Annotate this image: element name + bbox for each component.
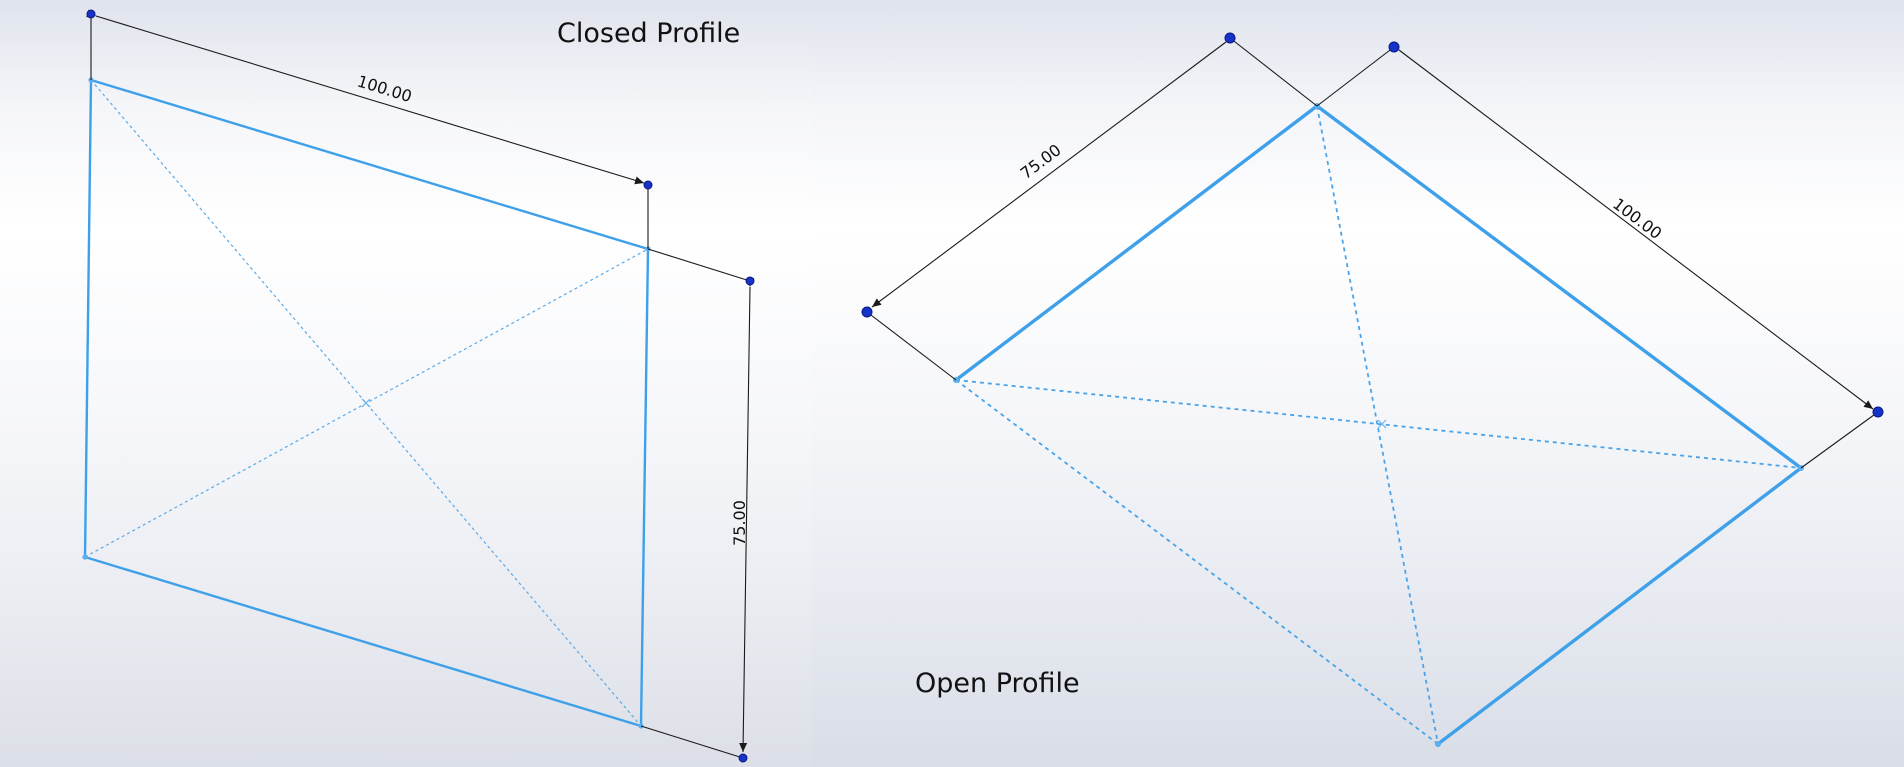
sketch-edge-right[interactable] [639, 248, 650, 727]
sketch-edge-top[interactable] [90, 78, 649, 251]
dimension-line-height[interactable] [1389, 41, 1874, 410]
sketch-vertex[interactable] [82, 554, 88, 560]
construction-diagonal [1316, 105, 1439, 745]
dimension-handle[interactable] [1388, 41, 1400, 53]
construction-diagonal [955, 379, 1802, 469]
dimension-line-height[interactable] [739, 277, 755, 753]
dimension-label-height[interactable]: 75.00 [730, 500, 749, 546]
profile-title: Open Profile [915, 668, 1080, 699]
dimension-handle[interactable] [643, 180, 653, 190]
dimension-handle[interactable] [1224, 32, 1236, 44]
center-point-icon [1377, 419, 1387, 429]
closed-profile-viewport[interactable]: 100.00 75.00 Closed Profile [0, 0, 812, 767]
extension-line [1316, 46, 1395, 107]
dimension-handle[interactable] [86, 9, 96, 19]
sketch-vertex[interactable] [1435, 741, 1441, 747]
open-profile-canvas[interactable]: 75.00 100.00 [812, 0, 1904, 767]
extension-line [866, 311, 957, 381]
profile-title: Closed Profile [557, 18, 741, 49]
dimension-label-width[interactable]: 100.00 [355, 71, 414, 106]
dimension-label-height[interactable]: 100.00 [1609, 194, 1665, 243]
sketch-edge-bottom[interactable] [84, 555, 642, 728]
closed-profile-canvas[interactable]: 100.00 75.00 [0, 0, 812, 767]
extension-line [647, 248, 751, 282]
dimension-handle[interactable] [738, 753, 748, 763]
dimension-handle[interactable] [745, 276, 755, 286]
extension-line [1229, 37, 1318, 107]
dimension-line-width[interactable] [86, 9, 645, 185]
dimension-label-width[interactable]: 75.00 [1017, 140, 1065, 183]
dimension-handle[interactable] [861, 306, 873, 318]
sketch-edge[interactable] [954, 104, 1319, 382]
sketch-edge[interactable] [1436, 466, 1803, 746]
dimension-handle[interactable] [1872, 406, 1884, 418]
extension-line [1800, 411, 1879, 469]
center-point-icon [361, 398, 371, 408]
sketch-edge-left[interactable] [83, 79, 93, 558]
extension-line [640, 725, 744, 759]
dimension-line-width[interactable] [871, 33, 1236, 308]
open-profile-viewport[interactable]: 75.00 100.00 Open Profile [812, 0, 1904, 767]
sketch-edge[interactable] [1315, 104, 1803, 470]
